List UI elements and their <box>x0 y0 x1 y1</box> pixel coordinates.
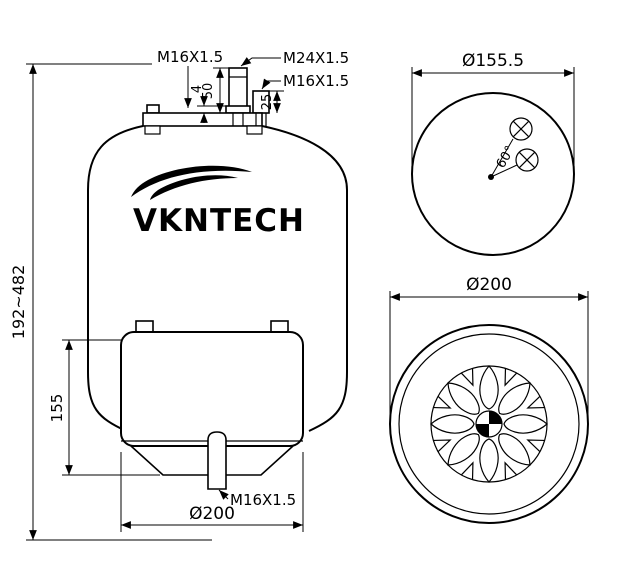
top-thread-labels: M16X1.5 M24X1.5 M16X1.5 <box>157 48 349 108</box>
top-plate-assembly <box>142 67 270 135</box>
bottom-view-rim-circle <box>398 333 580 515</box>
dim-label-height-range: 192~482 <box>9 265 28 339</box>
dim-label-top-diameter: Ø155.5 <box>462 51 524 71</box>
air-port-2 <box>515 148 539 172</box>
bottom-thread-label: M16X1.5 <box>218 489 296 509</box>
dim-label-4: 4 <box>190 85 205 93</box>
dim-base-diameter: Ø200 <box>120 452 304 532</box>
stud-m24-collar <box>225 105 251 114</box>
bellows-outline-right <box>261 125 348 432</box>
dim-bottom-diameter: Ø200 <box>389 275 589 420</box>
piston-dart-pattern <box>433 368 545 480</box>
label-thread-bottom: M16X1.5 <box>230 491 296 509</box>
dim-plate-offset: 4 <box>190 85 226 123</box>
nut-right <box>246 125 263 135</box>
piston-body <box>120 331 304 447</box>
nut-left <box>144 125 161 135</box>
logo-swoosh2-icon <box>150 175 238 200</box>
piston-tab-right <box>270 320 289 333</box>
bolt-left <box>146 104 160 114</box>
logo-text: VKNTECH <box>133 203 305 239</box>
logo: VKNTECH <box>131 165 305 239</box>
piston-assembly <box>120 320 304 490</box>
label-thread-m24: M24X1.5 <box>283 49 349 67</box>
bottom-stud <box>207 431 227 490</box>
dim-top-diameter: Ø155.5 <box>411 51 575 170</box>
logo-swoosh-icon <box>131 165 252 197</box>
top-view: 60° Ø155.5 <box>411 51 575 256</box>
label-thread-top-left: M16X1.5 <box>157 48 223 66</box>
bottom-view-outer-circle <box>389 324 589 524</box>
dim-piston-height: 155 <box>48 339 160 476</box>
piston-petal-pattern <box>430 365 548 483</box>
top-view-circle <box>411 92 575 256</box>
bellows-outline-left <box>87 125 144 432</box>
bottom-view: Ø200 <box>389 275 589 524</box>
dim-port-height: 25 <box>260 90 284 113</box>
dim-label-bottom-diameter: Ø200 <box>466 275 512 295</box>
air-port-1 <box>509 117 533 141</box>
dim-label-25: 25 <box>260 94 275 111</box>
top-plate <box>142 112 263 127</box>
dim-label-base-diameter: Ø200 <box>189 504 235 524</box>
dim-label-50: 50 <box>201 83 216 100</box>
label-thread-top-right: M16X1.5 <box>283 72 349 90</box>
front-view: VKNTECH M16X1.5 <box>9 48 349 541</box>
dim-height-range: 192~482 <box>9 63 212 541</box>
center-ball-mark <box>475 410 503 438</box>
dim-label-155: 155 <box>48 394 66 423</box>
piston-tab-left <box>135 320 154 333</box>
